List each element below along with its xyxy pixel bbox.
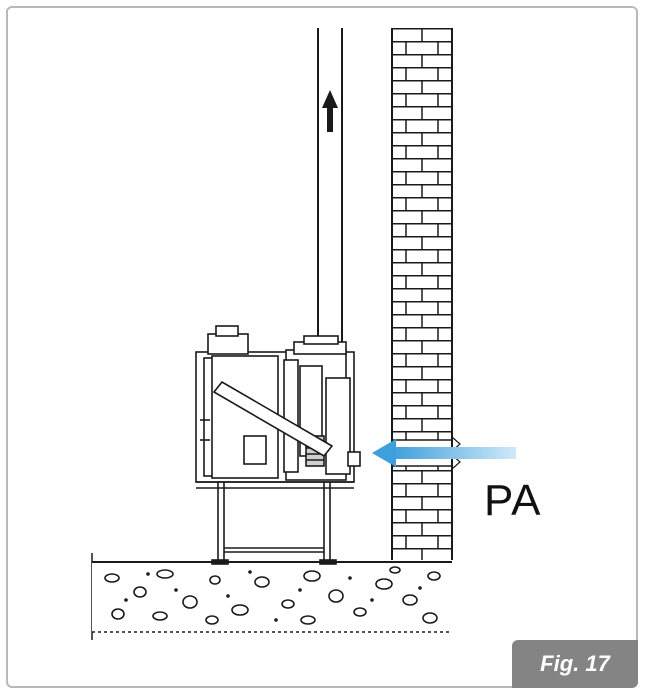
pa-label: PA <box>484 476 542 525</box>
flue-pipe <box>317 28 343 350</box>
brick-wall <box>391 28 461 560</box>
stove-appliance <box>195 325 361 565</box>
figure-label: Fig. 17 <box>512 640 638 688</box>
flue-arrow-up-icon <box>322 90 338 132</box>
air-inlet-arrow-icon <box>372 439 516 467</box>
floor-ground <box>91 553 452 640</box>
